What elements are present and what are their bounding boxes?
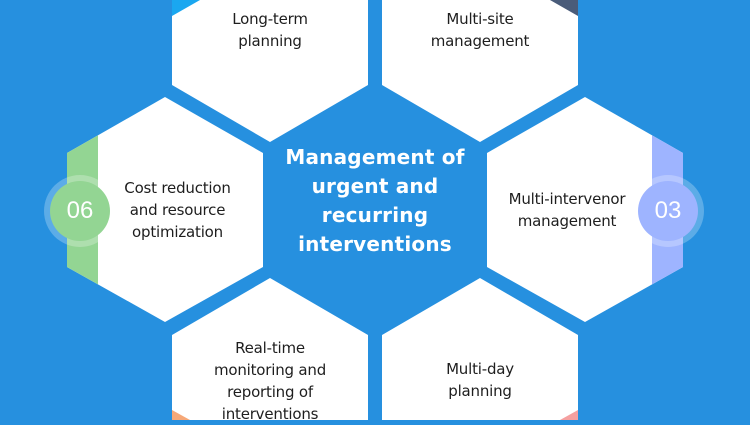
label-multi-intervenor-management: Multi-intervenor management: [492, 188, 642, 232]
number-badge-06: 06: [44, 175, 116, 247]
hex-bottom-right: [382, 278, 578, 420]
accent-corner-bottom-left: [172, 410, 190, 420]
label-real-time-monitoring: Real-time monitoring and reporting of in…: [185, 337, 355, 425]
label-line: interventions: [221, 405, 319, 423]
badge-number: 03: [638, 181, 698, 241]
center-title-line: urgent and: [311, 174, 439, 198]
label-line: and resource: [129, 201, 226, 219]
label-line: planning: [448, 382, 512, 400]
label-line: reporting of: [227, 383, 313, 401]
center-title: Management of urgent and recurring inter…: [268, 143, 482, 259]
label-line: monitoring and: [213, 361, 327, 379]
label-line: Long-term: [232, 10, 308, 28]
hex-bottom-left: [172, 278, 368, 420]
accent-corner-top-left: [172, 0, 200, 16]
label-line: Multi-day: [446, 360, 514, 378]
label-line: Multi-site: [446, 10, 514, 28]
label-line: Cost reduction: [124, 179, 231, 197]
hex-top-right: [382, 0, 578, 142]
accent-corner-bottom-right: [560, 410, 578, 420]
label-cost-reduction: Cost reduction and resource optimization: [100, 177, 255, 243]
center-title-line: Management of: [285, 145, 465, 169]
label-line: Real-time: [235, 339, 305, 357]
label-multi-day-planning: Multi-day planning: [395, 358, 565, 402]
badge-number: 06: [50, 181, 110, 241]
hex-top-left: [172, 0, 368, 142]
number-badge-03: 03: [632, 175, 704, 247]
label-line: optimization: [132, 223, 223, 241]
accent-corner-top-right: [550, 0, 578, 16]
center-title-line: recurring: [321, 203, 429, 227]
label-line: planning: [238, 32, 302, 50]
center-title-line: interventions: [298, 232, 452, 256]
label-line: Multi-intervenor: [508, 190, 626, 208]
label-line: management: [430, 32, 530, 50]
label-multi-site-management: Multi-site management: [395, 8, 565, 52]
label-line: management: [517, 212, 617, 230]
label-long-term-planning: Long-term planning: [185, 8, 355, 52]
